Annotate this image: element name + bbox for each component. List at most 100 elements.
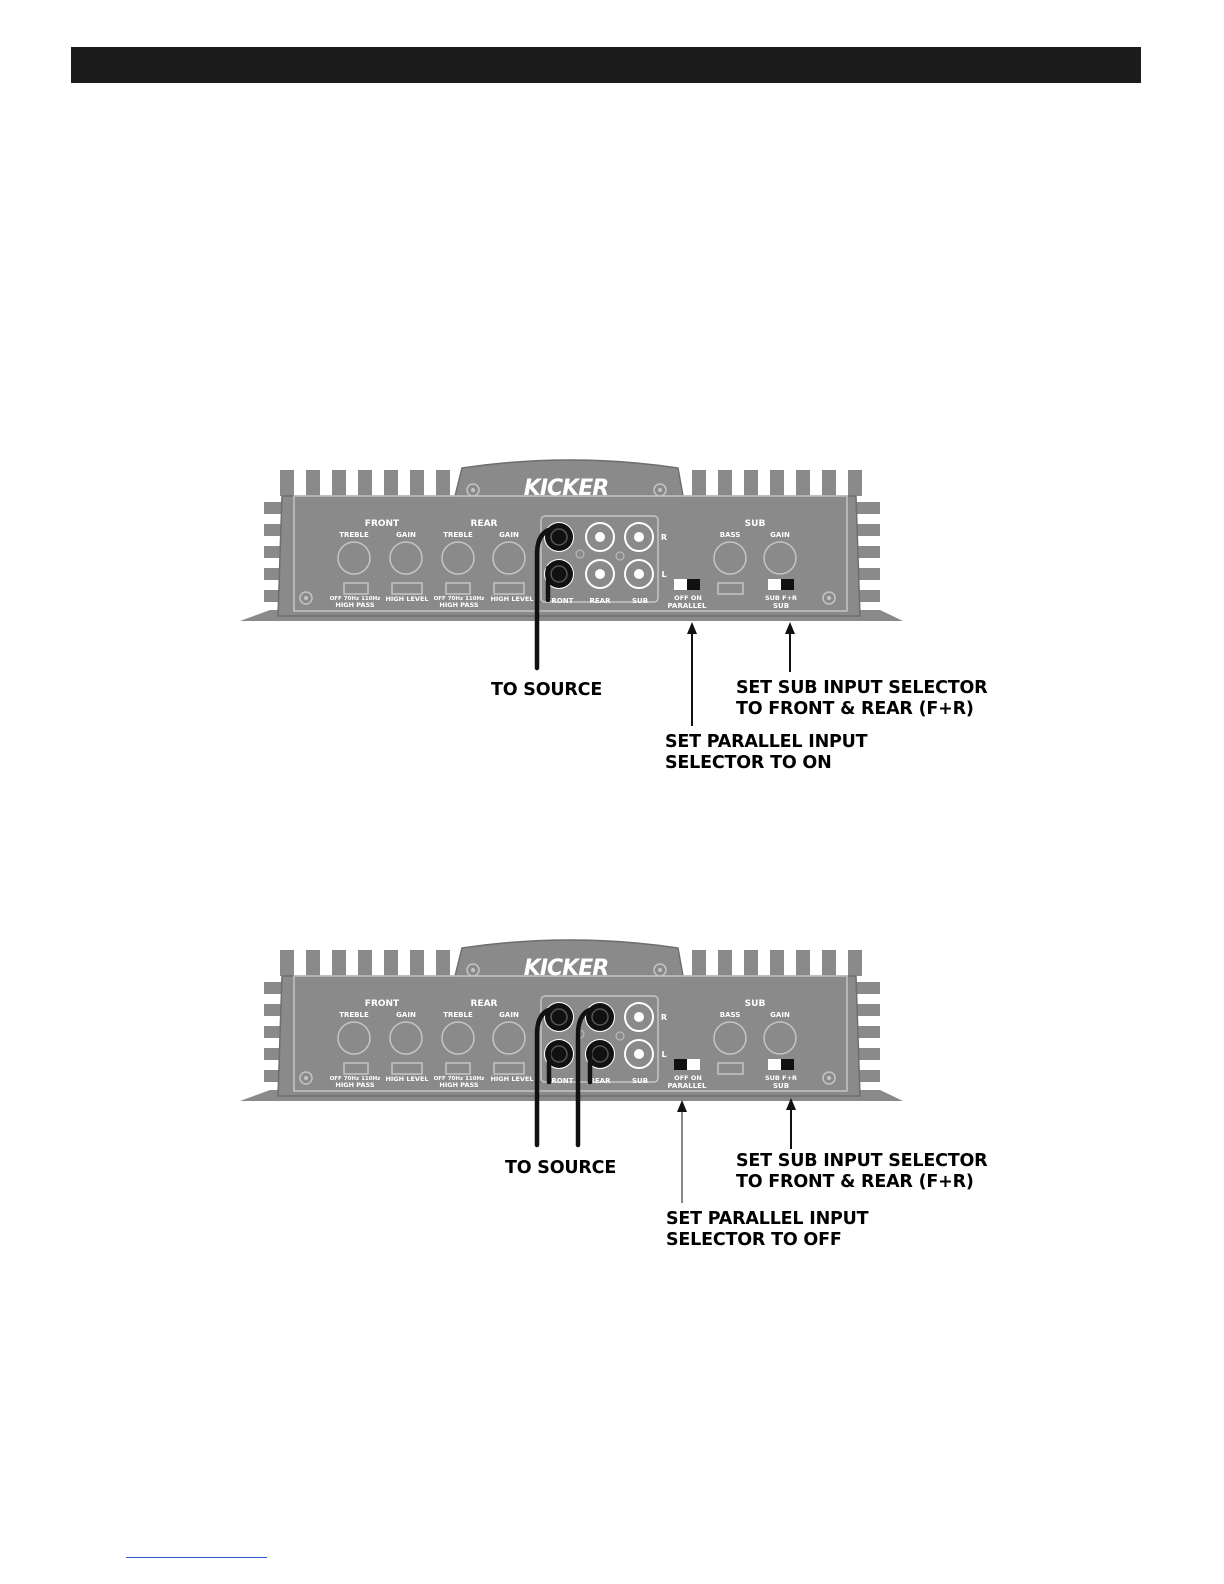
heatsink-fin [410, 950, 424, 976]
front-gain-label: GAIN [396, 531, 416, 539]
front-treble-knob [337, 1021, 371, 1055]
rca-sub-label: SUB [632, 597, 648, 605]
channel-l-label: L [661, 570, 666, 579]
front-high-level-label: HIGH LEVEL [385, 1075, 428, 1083]
rca-jack-pin [595, 532, 605, 542]
rear-treble-knob [441, 1021, 475, 1055]
rca-sub-label: SUB [632, 1077, 648, 1085]
screw-icon [304, 1076, 308, 1080]
front-treble-label: TREBLE [339, 531, 369, 539]
brand-logo: KICKER [524, 956, 608, 981]
heatsink-fin [852, 546, 880, 558]
selector-switch [445, 582, 471, 595]
sub-bass-knob [713, 1021, 747, 1055]
rca-plug-front-right [545, 1003, 573, 1031]
heatsink-fin [692, 470, 706, 496]
rca-plug-rear-left [586, 1040, 614, 1068]
to-source-label: TO SOURCE [491, 680, 603, 700]
heatsink-fin [358, 470, 372, 496]
rca-jack [624, 1002, 654, 1032]
selector-switch [493, 1062, 525, 1075]
front-high-pass-values: OFF 70Hz 110Hz [330, 1076, 381, 1082]
sub-input-label: SUB [773, 602, 789, 610]
rca-jack [624, 559, 654, 589]
rear-gain-label: GAIN [499, 1011, 519, 1019]
rca-jack-pin [595, 569, 605, 579]
rear-treble-label: TREBLE [443, 1011, 473, 1019]
indicator-led [615, 551, 625, 561]
parallel-label: PARALLEL [668, 602, 707, 610]
rca-input-block [540, 995, 659, 1083]
heatsink-fin [358, 950, 372, 976]
screw-icon [653, 483, 667, 497]
heatsink-fin [744, 950, 758, 976]
rca-plug-front-left [545, 1040, 573, 1068]
sub-input-values-label: SUB F+R [765, 1074, 797, 1082]
heatsink-fin [770, 470, 784, 496]
front-gain-knob [389, 541, 423, 575]
front-treble-knob [337, 541, 371, 575]
rca-jack-pin [634, 1012, 644, 1022]
screw-icon [466, 483, 480, 497]
rca-jack-pin [634, 569, 644, 579]
heatsink-fin [852, 1004, 880, 1016]
source-cable-front [534, 1006, 555, 1148]
sub-input-switch-knob [781, 579, 794, 590]
to-source-label: TO SOURCE [505, 1158, 617, 1178]
screw-icon [658, 968, 662, 972]
rca-rear-label: REAR [590, 1077, 612, 1085]
channel-r-label: R [661, 533, 667, 542]
parallel-arrow-head [677, 1100, 687, 1112]
rca-jack [585, 522, 615, 552]
screw-icon [827, 1076, 831, 1080]
front-section-label: FRONT [365, 999, 400, 1009]
parallel-selector-instruction: SET PARALLEL INPUT SELECTOR TO ON [665, 732, 868, 773]
heatsink-fin [410, 470, 424, 496]
rca-jack-pin [634, 532, 644, 542]
screw-icon [471, 968, 475, 972]
rear-gain-knob [492, 541, 526, 575]
sub-arrow-head [785, 622, 795, 634]
heatsink-fin [822, 950, 836, 976]
heatsink-fin [384, 950, 398, 976]
rear-gain-knob [492, 1021, 526, 1055]
rear-section-label: REAR [471, 519, 498, 529]
screw-icon [304, 596, 308, 600]
rear-section-label: REAR [471, 999, 498, 1009]
parallel-values-label: OFF ON [674, 594, 702, 602]
front-gain-knob [389, 1021, 423, 1055]
brand-logo: KICKER [524, 476, 608, 501]
source-cable-rear [575, 1006, 596, 1148]
rear-high-level-label: HIGH LEVEL [490, 1075, 533, 1083]
parallel-label: PARALLEL [668, 1082, 707, 1090]
screw-icon [822, 1071, 836, 1085]
selector-switch [717, 582, 744, 595]
selector-switch [445, 1062, 471, 1075]
selector-switch [493, 582, 525, 595]
footer-underline [126, 1557, 267, 1558]
rca-plug-front-right-ring [550, 528, 568, 546]
selector-switch [391, 1062, 423, 1075]
front-gain-label: GAIN [396, 1011, 416, 1019]
parallel-values-label: OFF ON [674, 1074, 702, 1082]
heatsink-fin [332, 470, 346, 496]
sub-input-label: SUB [773, 1082, 789, 1090]
control-panel-border [293, 495, 848, 612]
sub-gain-label: GAIN [770, 531, 790, 539]
heatsink-fin [332, 950, 346, 976]
sub-input-switch-knob [781, 1059, 794, 1070]
channel-l-label: L [661, 1050, 666, 1059]
heatsink-fin [796, 470, 810, 496]
heatsink-fin [436, 470, 450, 496]
screw-icon [299, 1071, 313, 1085]
rear-high-pass-values: OFF 70Hz 110Hz [434, 596, 485, 602]
sub-bass-knob [713, 541, 747, 575]
heatsink-fin [306, 470, 320, 496]
screw-icon [658, 488, 662, 492]
screw-icon [653, 963, 667, 977]
front-treble-label: TREBLE [339, 1011, 369, 1019]
